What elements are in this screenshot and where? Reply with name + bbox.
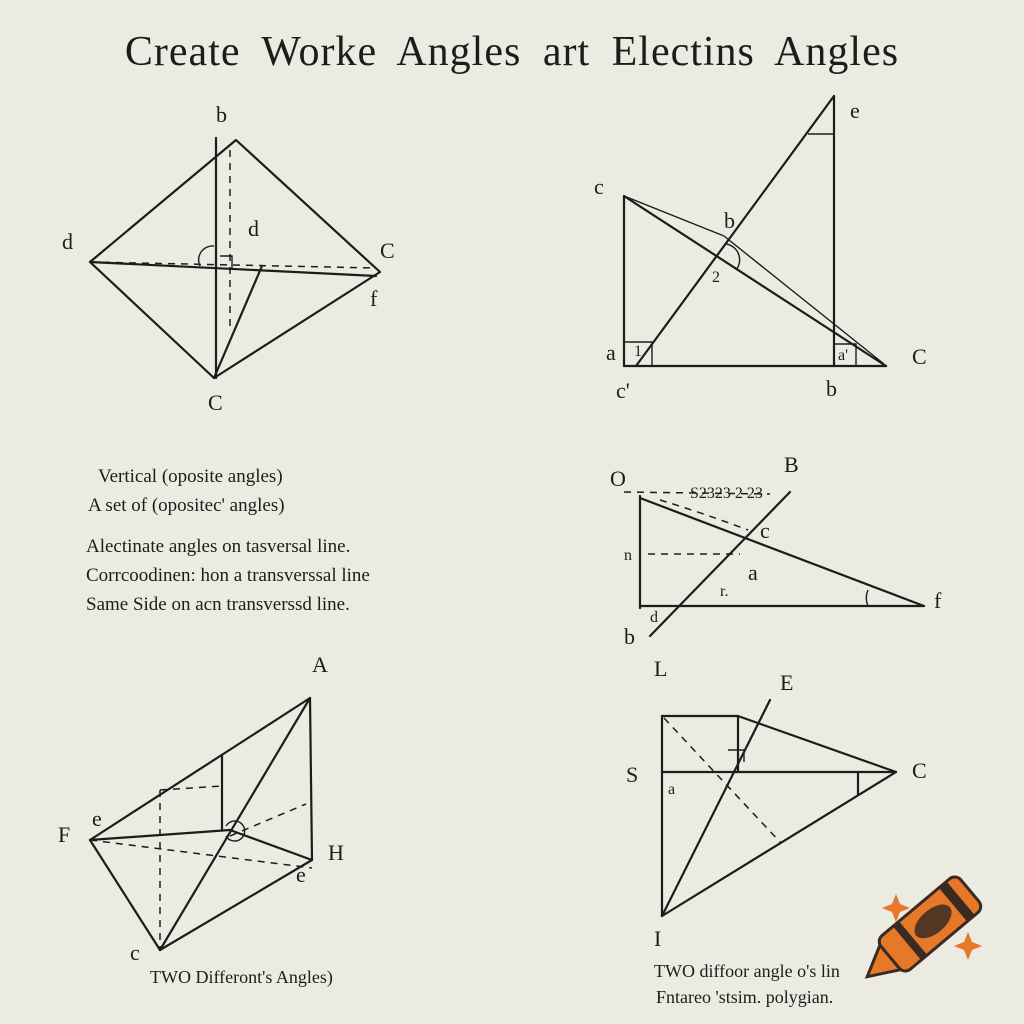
fig1-horizontal-line [88,260,378,278]
fig3-angle-arc-f [865,589,869,607]
fig5-label-a: a [668,781,675,798]
fig3-label-top-right: B [784,452,799,477]
fig5-transversal [660,698,772,918]
fig3-label-angle-d: d [650,609,658,626]
fig1-right-angle [220,255,233,268]
fig2-label-angle2: 2 [712,269,720,286]
figure-3-triangle: O B S2323 2 23 c n a r. b d f [610,452,942,649]
page-title: Create Worke Angles art Electins Angles [124,29,900,75]
fig2-label-left-top: c [594,174,604,199]
fig2-transversal [634,94,836,368]
fig5-dashed-diagonal [663,717,781,843]
fig4-dashed-3 [89,839,313,869]
fig4-label-left-F: F [58,822,70,847]
fig4-dashed-4 [229,803,307,837]
note-line-2: A set of (opositec' angles) [88,495,285,516]
fig2-label-bottom-mid: b [826,376,837,401]
fig3-hypotenuse [638,496,926,608]
fig2-label-cross: b [724,208,735,233]
notes-block-bottom: Alectinate angles on tasversal line. Cor… [86,532,370,619]
fig4-edge-F-c [88,838,162,952]
figure-1-rhombus: b d d C f C [62,102,395,415]
fig1-angle-arc [197,245,215,267]
sparkle-icon [882,894,982,960]
fig5-label-right: C [912,758,927,783]
fig3-label-top-left: O [610,466,626,491]
fig1-dashed-diagonal [89,261,377,269]
fig2-label-angle-a: a' [838,347,848,364]
fig4-edge-A-H [308,696,314,862]
fig5-label-top-E: E [780,670,793,695]
fig1-slant-line [212,264,264,380]
fig1-label-top: b [216,102,227,127]
note-line-4: Corrcoodinen: hon a transverssal line [86,565,370,586]
fig4-label-right-e: e [296,862,306,887]
fig5-label-top-left: L [654,656,667,681]
fig5-label-left: S [626,762,638,787]
fig1-rhombus-outline [88,138,382,380]
caption-right-1: TWO diffoor angle o's lin [654,961,840,981]
fig1-label-bottom: C [208,390,223,415]
fig2-label-angle1: 1 [634,343,642,360]
fig3-label-scribble: S2323 2 23 [690,485,763,502]
note-line-1: Vertical (oposite angles) [98,466,283,487]
fig3-label-right: f [934,588,942,613]
fig4-label-left-e: e [92,806,102,831]
fig4-edge-c-H [158,858,314,952]
fig4-dashed-1 [159,785,223,791]
fig4-edge-F-A [88,696,312,842]
fig1-label-center: d [248,216,259,241]
fig4-label-top: A [312,652,328,677]
caption-right-2: Fntareo 'stsim. polygian. [656,987,834,1007]
crayon-icon [864,875,983,979]
fig4-angle-arc [225,820,246,842]
fig2-angle-arc-2 [725,243,741,271]
fig2-hypotenuse [622,194,888,368]
fig5-right-angle [728,749,745,762]
fig2-label-bottom-left: a [606,340,616,365]
fig4-edge-c-A [158,696,312,952]
fig3-dashed-arc [659,499,749,531]
fig2-label-right: C [912,344,927,369]
fig2-upper-line [623,195,725,237]
note-line-5: Same Side on acn transverssd line. [86,594,350,615]
figure-2-triangle: e c b 2 1 a c' b a' C [594,94,927,403]
fig4-label-right-H: H [328,840,344,865]
fig4-edge-mid-H [228,828,314,862]
fig2-right-angle-a [834,343,857,366]
note-line-3: Alectinate angles on tasversal line. [86,536,351,557]
fig4-label-bottom: c [130,940,140,965]
figure-4-prism: A e F H e c [58,652,344,965]
fig1-label-right: C [380,238,395,263]
fig3-dashed-top [623,491,771,495]
fig3-label-bottom-left: b [624,624,635,649]
fig2-upper-line-2 [723,235,885,365]
fig2-right-angle-1 [624,341,653,366]
fig3-label-r: r. [720,583,728,600]
fig2-label-top: e [850,98,860,123]
fig3-label-left: n [624,547,632,564]
caption-left: TWO Differont's Angles) [150,967,333,987]
fig5-upper-right [736,714,898,774]
fig5-label-bottom: I [654,926,661,951]
fig5-lower-right [660,770,898,918]
notes-block-top: Vertical (oposite angles) A set of (opos… [88,462,285,520]
fig3-transversal [648,490,792,638]
fig3-label-mid: c [760,518,770,543]
fig1-label-left: d [62,229,73,254]
fig3-label-a: a [748,560,758,585]
figure-5-triangle: L E S a C I [626,656,927,951]
fig1-label-right-low: f [370,286,378,311]
fig2-label-bottom-left2: c' [616,378,630,403]
